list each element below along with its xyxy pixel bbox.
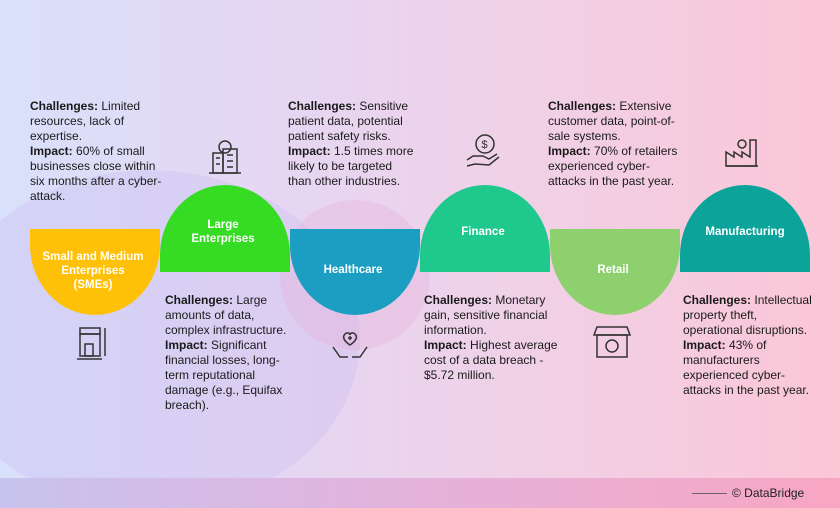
building-globe-icon (209, 140, 241, 174)
segment-label-retail: Retail (597, 264, 629, 276)
large-enterprises-description: Challenges: Large amounts of data, compl… (165, 293, 287, 412)
segment-manufacturing-shape (680, 185, 810, 272)
segment-smes-shape (30, 229, 160, 315)
hand-dollar-icon: $ (466, 134, 500, 167)
finance-description: Challenges: Monetary gain, sensitive fin… (424, 293, 558, 382)
segment-label-manufacturing: Manufacturing (705, 226, 785, 238)
smes-description: Challenges: Limited resources, lack of e… (30, 99, 162, 203)
segment-finance-shape (420, 185, 550, 272)
shop-icon (592, 326, 632, 358)
manufacturing-description: Challenges: Intellectual property theft,… (683, 293, 812, 397)
retail-description: Challenges: Extensive customer data, poi… (548, 99, 678, 188)
brand-credit: © DataBridge (732, 486, 805, 500)
footer-divider (692, 493, 727, 494)
svg-text:$: $ (482, 139, 488, 151)
segment-label-healthcare: Healthcare (323, 264, 383, 276)
segment-large-enterprises-shape (160, 185, 290, 272)
factory-gear-icon (725, 139, 758, 167)
store-icon (77, 327, 106, 360)
segment-healthcare-shape (290, 229, 420, 315)
segment-label-finance: Finance (461, 226, 505, 238)
segment-retail-shape (550, 229, 680, 315)
healthcare-description: Challenges: Sensitive patient data, pote… (288, 99, 414, 188)
footer: © DataBridge (0, 478, 840, 508)
hands-heart-icon (332, 332, 368, 358)
